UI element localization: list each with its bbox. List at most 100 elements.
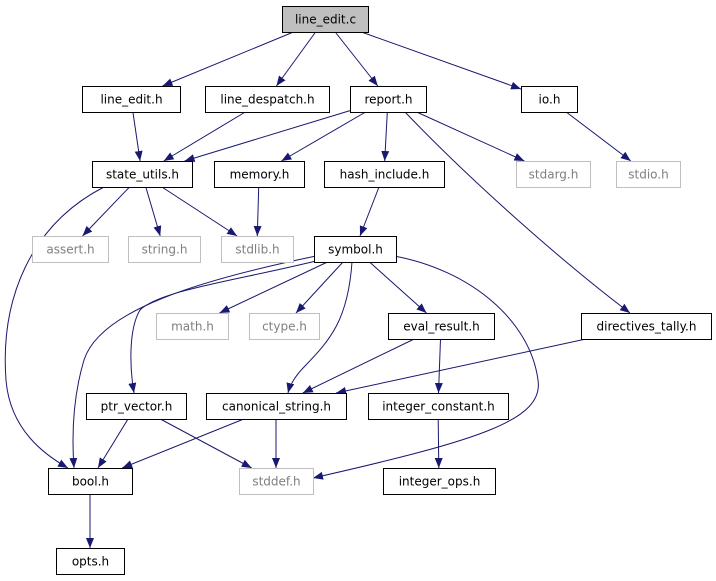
- edge-symbol-h-to-canonical-string-h: [286, 261, 353, 394]
- node-box: [324, 161, 445, 188]
- edge-line-edit-h-to-state-utils-h: [132, 111, 143, 162]
- edge-report-h-to-stdarg-h: [416, 111, 525, 162]
- node-opts-h[interactable]: opts.h: [56, 548, 125, 575]
- node-label: canonical_string.h: [222, 400, 331, 414]
- node-box: [516, 161, 591, 188]
- node-box: [156, 313, 229, 340]
- edge-eval-result-h-to-canonical-string-h: [302, 338, 415, 394]
- node-bool-h[interactable]: bool.h: [48, 468, 133, 495]
- node-label: directives_tally.h: [597, 320, 697, 334]
- node-label: stddef.h: [252, 475, 300, 489]
- node-box: [314, 236, 397, 263]
- node-box: [221, 236, 294, 263]
- edge-state-utils-h-to-string-h: [145, 186, 162, 237]
- node-box: [282, 6, 369, 33]
- node-box: [383, 468, 496, 495]
- node-label: ctype.h: [262, 320, 307, 334]
- node-box: [82, 86, 181, 113]
- node-label: memory.h: [230, 168, 290, 182]
- node-stdio-h: stdio.h: [616, 161, 681, 188]
- node-box: [56, 548, 125, 575]
- node-box: [350, 86, 427, 113]
- node-box: [92, 161, 193, 188]
- edge-symbol-h-to-stddef-h: [312, 255, 539, 480]
- node-label: report.h: [364, 93, 412, 107]
- node-label: bool.h: [72, 475, 109, 489]
- node-line-despatch-h[interactable]: line_despatch.h: [205, 86, 330, 113]
- node-memory-h[interactable]: memory.h: [214, 161, 305, 188]
- node-directives-tally-h[interactable]: directives_tally.h: [581, 313, 712, 340]
- edge-line-edit-c-to-report-h: [334, 31, 379, 87]
- edge-ptr-vector-h-to-bool-h: [97, 418, 129, 469]
- edge-symbol-h-to-eval-result-h: [369, 261, 427, 314]
- node-stddef-h: stddef.h: [239, 468, 314, 495]
- node-label: stdio.h: [628, 168, 668, 182]
- edge-line-despatch-h-to-state-utils-h: [163, 111, 246, 162]
- node-box: [239, 468, 314, 495]
- node-state-utils-h[interactable]: state_utils.h: [92, 161, 193, 188]
- edge-canonical-string-h-to-bool-h: [122, 418, 244, 469]
- node-label: stdarg.h: [529, 168, 579, 182]
- nodes-layer: line_edit.c line_edit.h line_despatch.h rep…: [32, 6, 712, 575]
- node-box: [616, 161, 681, 188]
- node-line-edit-c[interactable]: line_edit.c: [282, 6, 369, 33]
- node-integer-constant-h[interactable]: integer_constant.h: [368, 393, 509, 420]
- node-label: integer_ops.h: [399, 475, 481, 489]
- edge-line-edit-c-to-line-edit-h: [162, 31, 294, 87]
- node-label: symbol.h: [328, 243, 383, 257]
- node-stdlib-h: stdlib.h: [221, 236, 294, 263]
- edge-symbol-h-to-math-h: [219, 261, 328, 314]
- edge-state-utils-h-to-assert-h: [82, 186, 130, 237]
- node-label: opts.h: [72, 555, 109, 569]
- node-box: [521, 86, 578, 113]
- node-math-h: math.h: [156, 313, 229, 340]
- node-label: assert.h: [46, 243, 94, 257]
- edge-ptr-vector-h-to-stddef-h: [160, 418, 252, 469]
- node-stdarg-h: stdarg.h: [516, 161, 591, 188]
- node-integer-ops-h[interactable]: integer_ops.h: [383, 468, 496, 495]
- edge-hash-include-h-to-symbol-h: [359, 186, 380, 237]
- edge-eval-result-h-to-integer-constant-h: [434, 338, 443, 394]
- node-eval-result-h[interactable]: eval_result.h: [388, 313, 495, 340]
- node-box: [214, 161, 305, 188]
- edge-state-utils-h-to-stdlib-h: [161, 186, 238, 237]
- node-assert-h: assert.h: [32, 236, 109, 263]
- node-ctype-h: ctype.h: [249, 313, 320, 340]
- node-box: [128, 236, 201, 263]
- node-ptr-vector-h[interactable]: ptr_vector.h: [86, 393, 187, 420]
- node-label: ptr_vector.h: [101, 400, 173, 414]
- node-box: [32, 236, 109, 263]
- edge-memory-h-to-stdlib-h: [253, 186, 262, 237]
- node-box: [86, 393, 187, 420]
- node-box: [249, 313, 320, 340]
- node-label: line_despatch.h: [220, 93, 314, 107]
- edge-directives-tally-h-to-canonical-string-h: [335, 338, 587, 395]
- node-line-edit-h[interactable]: line_edit.h: [82, 86, 181, 113]
- node-label: line_edit.h: [100, 93, 162, 107]
- node-label: integer_constant.h: [382, 400, 495, 414]
- edge-report-h-to-state-utils-h: [184, 110, 351, 162]
- node-label: string.h: [142, 243, 188, 257]
- node-label: math.h: [171, 320, 214, 334]
- node-label: state_utils.h: [106, 168, 179, 182]
- node-box: [205, 86, 330, 113]
- node-label: stdlib.h: [235, 243, 279, 257]
- edge-report-h-to-directives-tally-h: [404, 111, 631, 314]
- node-label: hash_include.h: [340, 168, 430, 182]
- edge-report-h-to-memory-h: [281, 111, 366, 162]
- node-io-h[interactable]: io.h: [521, 86, 578, 113]
- edge-line-edit-c-to-line-despatch-h: [275, 31, 317, 87]
- edge-integer-constant-h-to-integer-ops-h: [434, 418, 443, 469]
- edge-report-h-to-hash-include-h: [381, 111, 390, 162]
- node-canonical-string-h[interactable]: canonical_string.h: [206, 393, 347, 420]
- edges-layer: [4, 31, 632, 548]
- edge-line-edit-c-to-io-h: [361, 31, 522, 90]
- node-report-h[interactable]: report.h: [350, 86, 427, 113]
- node-hash-include-h[interactable]: hash_include.h: [324, 161, 445, 188]
- node-label: line_edit.c: [295, 13, 356, 27]
- node-symbol-h[interactable]: symbol.h: [314, 236, 397, 263]
- node-string-h: string.h: [128, 236, 201, 263]
- node-box: [388, 313, 495, 340]
- node-box: [368, 393, 509, 420]
